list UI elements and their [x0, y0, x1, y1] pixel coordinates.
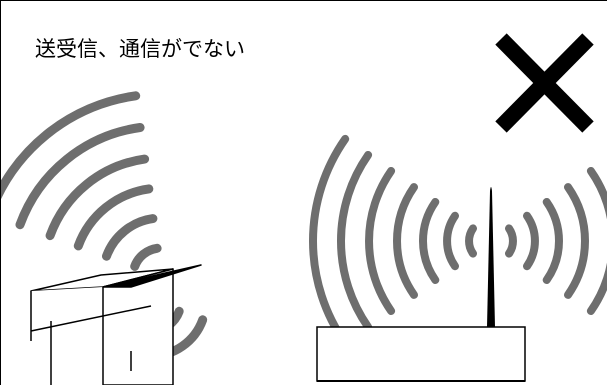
- device-antenna: [102, 264, 202, 288]
- router-signal-arc-right: [523, 211, 539, 271]
- router-signal-arc-left: [419, 198, 440, 284]
- device-signal-arc: [1, 91, 141, 200]
- device-signal-arc: [15, 123, 145, 230]
- router-signal-arc-right: [564, 183, 589, 299]
- router-signal-arc-left: [443, 211, 459, 271]
- device-box-side: [102, 268, 174, 385]
- caption-text: 送受信、通信がでない: [35, 37, 245, 61]
- device-box-front: [31, 287, 103, 385]
- router-signal-arc-left: [365, 167, 396, 315]
- failure-cross-icon: [495, 33, 594, 133]
- router-signal-arc-right: [542, 198, 563, 284]
- router-signal-arc-left: [465, 224, 477, 258]
- device-signal-arc: [102, 214, 158, 261]
- router-icon: [316, 187, 526, 382]
- device-box-outline: [30, 291, 152, 385]
- router-signal-arc-left: [337, 151, 373, 331]
- router-antenna: [487, 187, 495, 327]
- router-signal-arc-left: [309, 134, 350, 348]
- router-signal-waves: [309, 134, 607, 348]
- wireless-device-icon: [30, 264, 202, 385]
- device-signal-arc: [45, 154, 150, 241]
- device-signal-arc: [130, 243, 162, 271]
- router-signal-arc-right: [586, 167, 607, 315]
- router-body: [316, 326, 526, 382]
- device-signal-arc: [73, 184, 154, 251]
- router-signal-arc-left: [393, 183, 418, 299]
- router-signal-arc-right: [505, 224, 517, 258]
